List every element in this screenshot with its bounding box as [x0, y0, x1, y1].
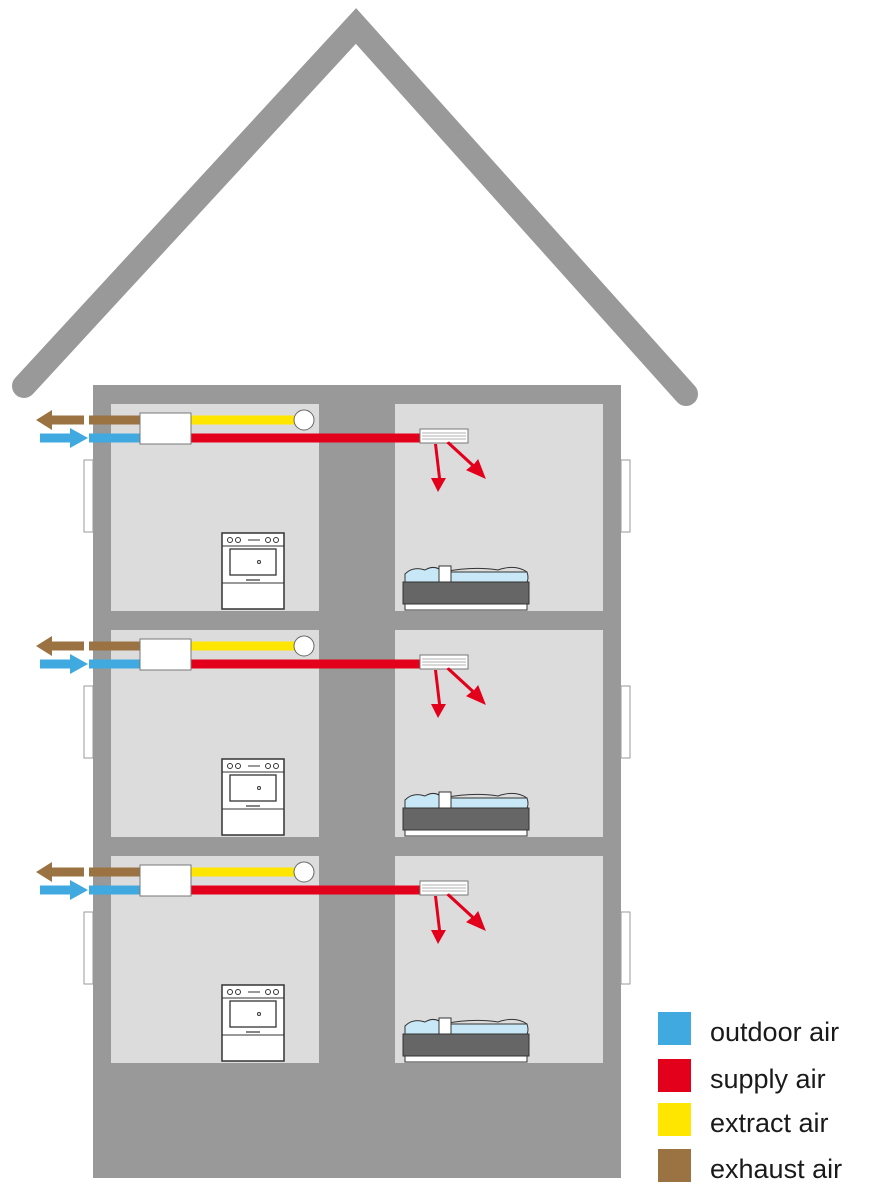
floor	[36, 630, 603, 837]
ventilation-unit-icon	[139, 638, 192, 671]
supply-air-duct	[190, 433, 422, 443]
legend-item-extract-air: extract air	[658, 1103, 829, 1138]
outdoor-air-duct	[89, 659, 141, 669]
supply-diffuser-icon	[419, 428, 469, 444]
legend-label-extract-air: extract air	[710, 1108, 829, 1138]
house-roof	[12, 8, 698, 406]
exhaust-air-arrow	[36, 862, 84, 882]
legend-label-outdoor-air: outdoor air	[710, 1017, 839, 1047]
bed-icon	[402, 791, 530, 837]
outdoor-air-arrow	[40, 880, 88, 900]
outdoor-air-arrow	[40, 428, 88, 448]
legend-item-exhaust-air: exhaust air	[658, 1149, 842, 1184]
legend-label-exhaust-air: exhaust air	[710, 1154, 842, 1184]
legend-swatch-supply-air	[658, 1059, 691, 1092]
ventilation-unit-icon	[139, 412, 192, 445]
extract-air-duct	[190, 867, 296, 877]
exhaust-air-duct	[89, 641, 141, 651]
legend-item-outdoor-air: outdoor air	[658, 1012, 839, 1047]
ventilation-unit-icon	[139, 864, 192, 897]
outdoor-air-arrow	[40, 654, 88, 674]
supply-air-arrow	[446, 441, 486, 479]
supply-air-arrow	[446, 893, 486, 931]
stove-icon	[221, 758, 285, 836]
supply-diffuser-icon	[419, 880, 469, 896]
bed-icon	[402, 565, 530, 611]
supply-diffuser-icon	[419, 654, 469, 670]
outdoor-air-duct	[89, 885, 141, 895]
extract-valve-icon	[293, 635, 315, 657]
extract-air-duct	[190, 415, 296, 425]
bed-icon	[402, 1017, 530, 1063]
exhaust-air-arrow	[36, 636, 84, 656]
supply-air-arrow	[431, 670, 446, 718]
supply-air-arrow	[431, 444, 446, 492]
floor	[36, 404, 603, 611]
extract-valve-icon	[293, 409, 315, 431]
legend-swatch-exhaust-air	[658, 1149, 691, 1182]
outdoor-air-duct	[89, 433, 141, 443]
supply-air-arrow	[446, 667, 486, 705]
legend-item-supply-air: supply air	[658, 1059, 826, 1094]
supply-air-duct	[190, 659, 422, 669]
legend-swatch-extract-air	[658, 1103, 691, 1136]
window-icon	[83, 459, 631, 985]
exhaust-air-arrow	[36, 410, 84, 430]
stove-icon	[221, 984, 285, 1062]
extract-air-duct	[190, 641, 296, 651]
exhaust-air-duct	[89, 867, 141, 877]
legend-label-supply-air: supply air	[710, 1064, 826, 1094]
floor	[36, 856, 603, 1063]
supply-air-duct	[190, 885, 422, 895]
legend: outdoor air supply air extract air exhau…	[658, 1012, 842, 1184]
legend-swatch-outdoor-air	[658, 1012, 691, 1045]
supply-air-arrow	[431, 896, 446, 944]
exhaust-air-duct	[89, 415, 141, 425]
extract-valve-icon	[293, 861, 315, 883]
stove-icon	[221, 532, 285, 610]
